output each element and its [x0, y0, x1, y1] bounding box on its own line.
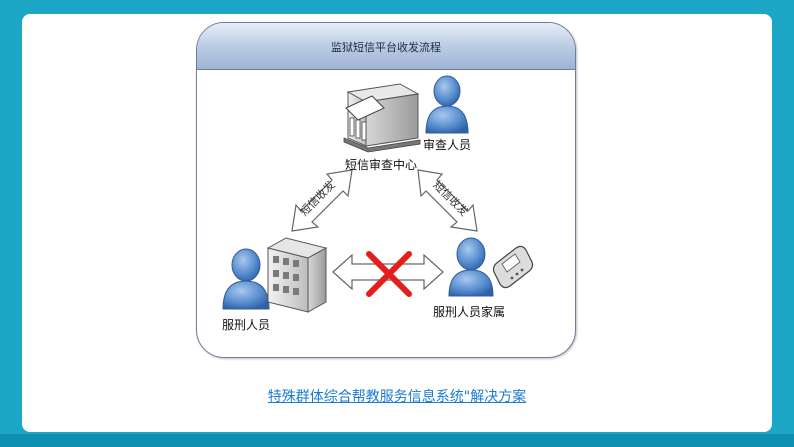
family-label: 服刑人员家属 [433, 305, 506, 319]
family-person-icon [448, 237, 494, 297]
mobile-phone-icon [492, 245, 534, 289]
review-center-label: 短信审查中心 [345, 158, 418, 172]
solution-link[interactable]: 特殊群体综合帮教服务信息系统"解决方案 [267, 389, 527, 405]
review-center-building-icon [343, 83, 421, 153]
reviewer-label: 审查人员 [423, 138, 472, 152]
inmate-person-icon [222, 248, 270, 310]
left-sms-exchange-arrow [291, 169, 353, 232]
right-sms-exchange-arrow [417, 169, 478, 232]
blocked-cross-icon [366, 251, 412, 297]
panel-header: 监狱短信平台收发流程 [197, 23, 575, 70]
diagram-title: 监狱短信平台收发流程 [331, 41, 441, 54]
reviewer-person-icon [425, 75, 469, 134]
inmate-label: 服刑人员 [222, 318, 271, 332]
prison-building-icon [266, 237, 328, 313]
bottom-strip [0, 434, 794, 447]
